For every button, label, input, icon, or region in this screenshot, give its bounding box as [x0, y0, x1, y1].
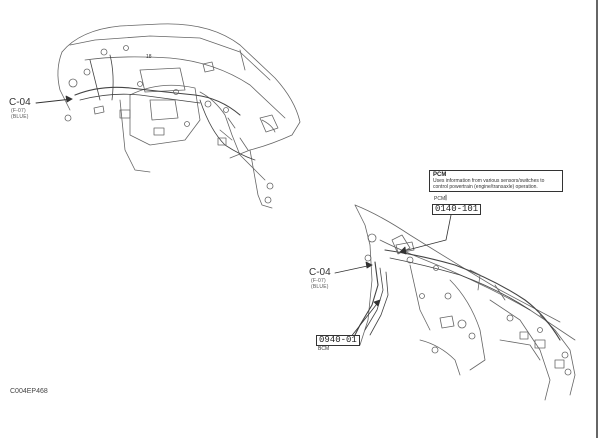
- page-edge-rule: [596, 0, 598, 438]
- pcm-callout-line1: Uses information from various sensors/sw…: [433, 178, 545, 184]
- connector-c04-color-upper: (BLUE): [11, 114, 29, 120]
- connector-c04-color-lower: (BLUE): [311, 284, 329, 290]
- pcm-label: PCM: [434, 196, 446, 202]
- pcm-callout-title: PCM: [433, 172, 447, 178]
- bcm-code-box: 0940-01: [316, 335, 360, 346]
- connector-c04-sub1-lower: (F-07): [311, 278, 326, 284]
- connector-c04-sub1-upper: (F-07): [11, 108, 26, 114]
- pcm-code-box: 0140-101: [432, 204, 482, 215]
- pcm-callout-line2: control powertrain (engine/transaxle) op…: [433, 184, 538, 190]
- part-number-18: 18: [146, 54, 152, 60]
- connector-c04-label-upper: C-04: [9, 97, 31, 108]
- pcm-callout-box: PCM Uses information from various sensor…: [429, 170, 563, 192]
- figure-code: C004EP468: [10, 388, 48, 395]
- instrument-panel-lower: [354, 204, 576, 401]
- bcm-label: BCM: [318, 346, 330, 352]
- instrument-panel-upper: [57, 23, 301, 209]
- connector-c04-label-lower: C-04: [309, 267, 331, 278]
